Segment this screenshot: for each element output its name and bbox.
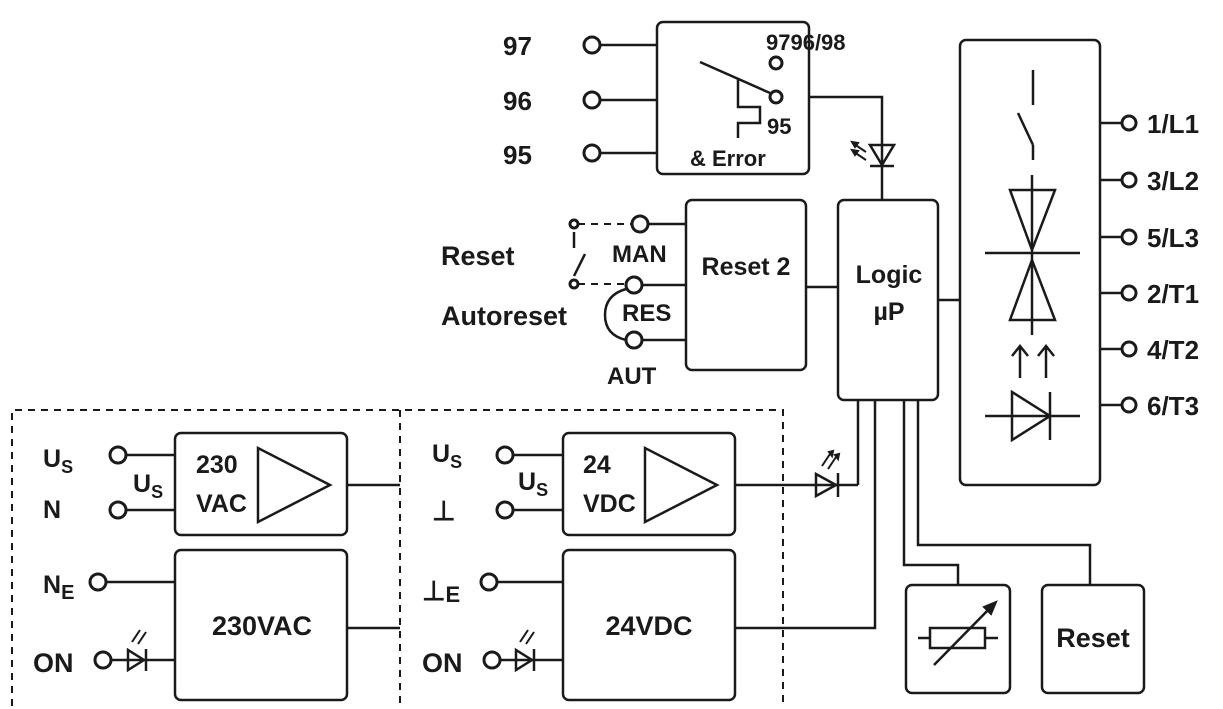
us-label-24: US bbox=[432, 440, 462, 472]
us-inner-24: US bbox=[518, 468, 548, 500]
output-terminals: 1/L1 3/L2 5/L3 2/T1 4/T2 6/T3 bbox=[1100, 109, 1199, 421]
aut-label: AUT bbox=[607, 363, 657, 390]
autoreset-label: Autoreset bbox=[441, 301, 567, 331]
relay-led-icon bbox=[850, 140, 897, 168]
gnd-e-label-24: ⊥E bbox=[422, 576, 460, 607]
terminal-97-label: 97 bbox=[503, 31, 532, 61]
on-led-icon-230 bbox=[126, 647, 147, 673]
reset-box bbox=[1040, 583, 1146, 695]
on-label-230: ON bbox=[33, 648, 74, 678]
output-label-5-l3: 5/L3 bbox=[1147, 223, 1199, 253]
amplifier-icon-24 bbox=[643, 445, 720, 525]
terminal-97 bbox=[582, 35, 602, 55]
reset-label: Reset bbox=[441, 241, 515, 271]
terminal-95-label: 95 bbox=[503, 140, 532, 170]
reset-box-label: Reset bbox=[1056, 623, 1130, 653]
terminal-96-label: 96 bbox=[503, 86, 532, 116]
relay-contact-common bbox=[768, 89, 784, 105]
supply-frame bbox=[11, 409, 784, 706]
output-label-4-t2: 4/T2 bbox=[1147, 335, 1199, 365]
relay-label-error: & Error bbox=[690, 146, 766, 171]
output-label-3-l2: 3/L2 bbox=[1147, 166, 1199, 196]
box-230vac-label: 230VAC bbox=[212, 611, 312, 641]
logic-label-line1: Logic bbox=[856, 261, 923, 289]
relay-label-95: 95 bbox=[767, 114, 791, 139]
on-label-24: ON bbox=[422, 648, 463, 678]
man-label: MAN bbox=[612, 241, 667, 268]
terminal-96 bbox=[582, 90, 602, 110]
us-label-230: US bbox=[43, 445, 73, 477]
output-label-6-t3: 6/T3 bbox=[1147, 391, 1199, 421]
supply-230vac: US N US 230 VAC NE ON 230VAC bbox=[33, 431, 400, 702]
box-24-line2: VDC bbox=[583, 490, 636, 518]
logic-block: Logic µP bbox=[836, 198, 960, 402]
aut-terminal bbox=[624, 330, 644, 350]
box-230vac bbox=[173, 548, 349, 702]
man-terminal bbox=[630, 214, 650, 234]
supply-24vdc: US ⊥ US 24 VDC ⊥E ON 24VDC bbox=[422, 400, 877, 702]
output-label-2-t1: 2/T1 bbox=[1147, 279, 1199, 309]
terminal-95 bbox=[582, 143, 602, 163]
relay-contact-nc bbox=[768, 55, 784, 71]
ne-label-230: NE bbox=[43, 571, 74, 604]
res-terminal bbox=[624, 275, 644, 295]
on-led-icon-24 bbox=[514, 647, 535, 673]
logic-label-line2: µP bbox=[873, 298, 904, 326]
box-24vdc bbox=[561, 548, 737, 702]
box-24-line1: 24 bbox=[583, 451, 611, 479]
output-label-1-l1: 1/L1 bbox=[1147, 109, 1199, 139]
reset-section: Reset Autoreset MAN RES AUT Reset 2 bbox=[441, 198, 838, 390]
us-inner-230: US bbox=[133, 470, 163, 502]
box-24vdc-label: 24VDC bbox=[605, 611, 692, 641]
box-230-line1: 230 bbox=[196, 451, 238, 479]
relay-label-9796-98: 9796/98 bbox=[766, 30, 846, 55]
amplifier-icon bbox=[256, 445, 333, 525]
gnd-label-24: ⊥ bbox=[432, 496, 456, 526]
bottom-right-blocks: Reset bbox=[902, 400, 1146, 695]
signal-led-icon bbox=[814, 471, 839, 499]
relay-block: 97 96 95 9796/98 95 & Error bbox=[503, 20, 884, 200]
reset2-box bbox=[684, 198, 808, 372]
reset2-label: Reset 2 bbox=[702, 253, 791, 281]
box-230-line2: VAC bbox=[196, 490, 247, 518]
power-output-block bbox=[958, 38, 1102, 487]
res-label: RES bbox=[622, 300, 671, 327]
n-label-230: N bbox=[43, 496, 61, 524]
